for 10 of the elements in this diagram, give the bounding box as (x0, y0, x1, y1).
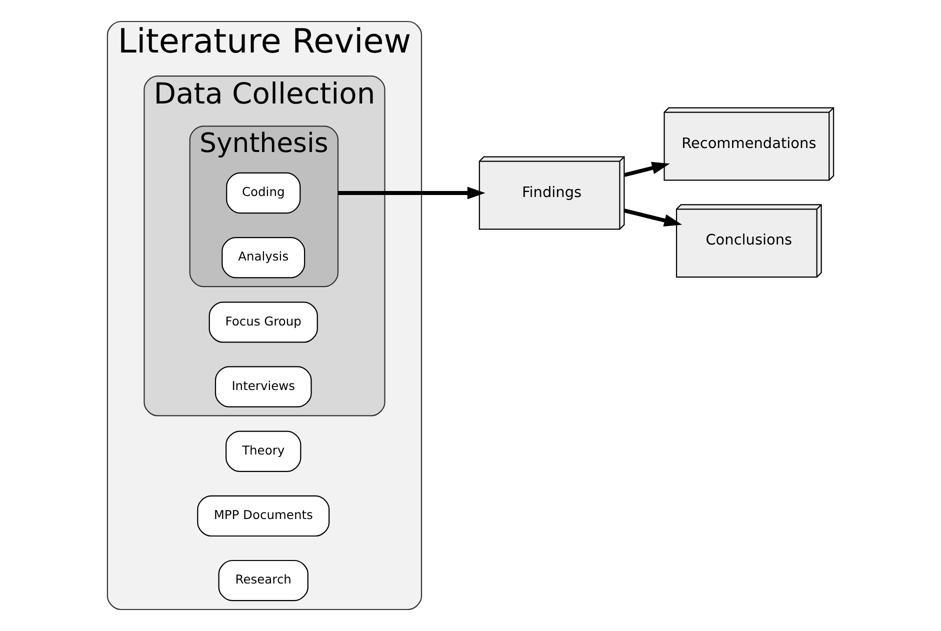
arrow (624, 208, 682, 227)
node-box: Interviews (214, 366, 312, 408)
node-box: MPP Documents (197, 495, 330, 537)
node-box: Analysis (222, 236, 306, 278)
arrow (624, 162, 670, 177)
node-box: Focus Group (208, 302, 318, 343)
arrow (338, 186, 486, 200)
node-box: Research (218, 560, 308, 602)
node-box: Theory (226, 430, 302, 472)
node-box: Coding (226, 172, 301, 214)
